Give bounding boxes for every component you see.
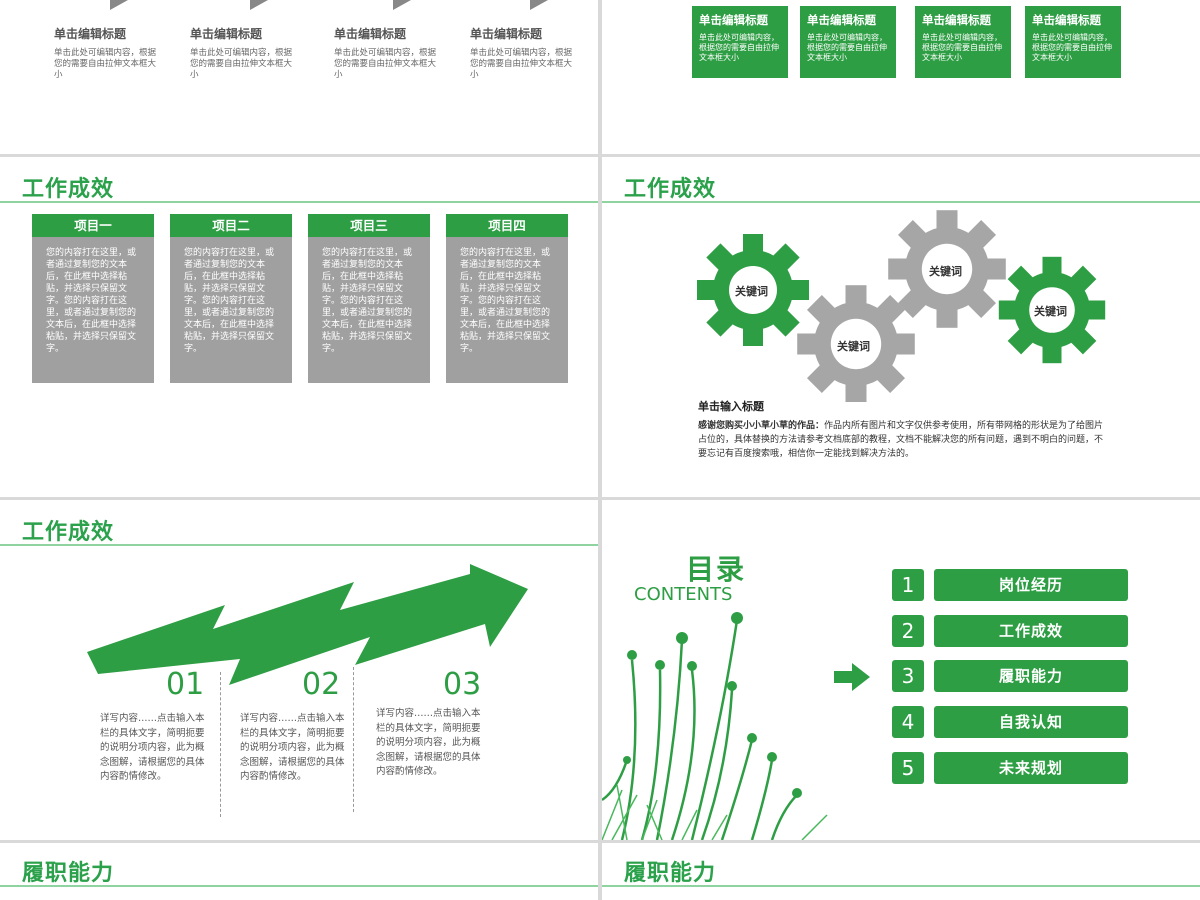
slide-title: 工作成效 <box>624 177 717 202</box>
slide-7: 履职能力 <box>0 843 598 900</box>
s2-box-body: 单击此处可编辑内容，根据您的需要自由拉伸文本框大小 <box>699 33 779 62</box>
menu-num-3: 3 <box>892 660 924 692</box>
s1-item-body: 单击此处可编辑内容，根据您的需要自由拉伸文本框大小 <box>54 48 157 80</box>
slide-8: 履职能力 <box>602 843 1200 900</box>
s2-box-body: 单击此处可编辑内容，根据您的需要自由拉伸文本框大小 <box>1032 33 1112 62</box>
gear-label-1: 关键词 <box>735 285 768 298</box>
s2-box-4: 单击编辑标题 单击此处可编辑内容，根据您的需要自由拉伸文本框大小 <box>1025 6 1121 78</box>
gears-graphic <box>697 210 1106 402</box>
paragraph-lead: 感谢您购买小小草小草的作品： <box>698 421 825 431</box>
s2-box-2: 单击编辑标题 单击此处可编辑内容，根据您的需要自由拉伸文本框大小 <box>800 6 896 78</box>
gear-label-3: 关键词 <box>929 265 962 278</box>
slide-4: 工作成效 关键词 关键词 关键词 关键词 单击输入标题 感谢您购买小小草小草的作… <box>602 157 1200 497</box>
s1-item-title: 单击编辑标题 <box>470 27 543 41</box>
paragraph-body: 作品内所有图片和文字仅供参考使用，所有带网格的形状是为了给图片占位的，具体替换的… <box>698 421 1104 459</box>
s2-box-title: 单击编辑标题 <box>807 13 876 27</box>
step-number: 03 <box>443 667 482 702</box>
project-head: 项目一 <box>32 214 154 237</box>
section-heading: 单击输入标题 <box>698 400 764 413</box>
step-text: 详写内容……点击输入本栏的具体文字，简明扼要的说明分项内容，此为概念图解，请根据… <box>100 713 205 782</box>
s1-item-4: 单击编辑标题 单击此处可编辑内容，根据您的需要自由拉伸文本框大小 <box>470 25 574 81</box>
menu-num-1: 1 <box>892 569 924 601</box>
divider <box>220 672 221 817</box>
slide-1: 单击编辑标题 单击此处可编辑内容，根据您的需要自由拉伸文本框大小 单击编辑标题 … <box>0 0 598 154</box>
project-card-4: 项目四 您的内容打在这里，或者通过复制您的文本后，在此框中选择粘贴，并选择只保留… <box>446 214 568 383</box>
s1-item-body: 单击此处可编辑内容，根据您的需要自由拉伸文本框大小 <box>190 48 293 80</box>
gear-label-4: 关键词 <box>1034 305 1067 318</box>
project-head: 项目三 <box>308 214 430 237</box>
menu-item-5[interactable]: 未来规划 <box>934 752 1128 784</box>
slide-6: 目录 CONTENTS <box>602 500 1200 840</box>
menu-item-1[interactable]: 岗位经历 <box>934 569 1128 601</box>
s1-item-2: 单击编辑标题 单击此处可编辑内容，根据您的需要自由拉伸文本框大小 <box>190 25 294 81</box>
title-underline <box>602 201 1200 203</box>
s1-item-3: 单击编辑标题 单击此处可编辑内容，根据您的需要自由拉伸文本框大小 <box>334 25 438 81</box>
section-paragraph: 感谢您购买小小草小草的作品：作品内所有图片和文字仅供参考使用，所有带网格的形状是… <box>698 419 1108 461</box>
divider <box>353 667 354 812</box>
zigzag-arrow <box>87 564 528 685</box>
top-arrows <box>110 0 548 10</box>
step-number: 02 <box>302 667 341 702</box>
project-card-1: 项目一 您的内容打在这里，或者通过复制您的文本后，在此框中选择粘贴，并选择只保留… <box>32 214 154 383</box>
step-number: 01 <box>166 667 205 702</box>
slide-2: 单击编辑标题 单击此处可编辑内容，根据您的需要自由拉伸文本框大小 单击编辑标题 … <box>602 0 1200 154</box>
slide-title: 履职能力 <box>624 861 717 886</box>
menu-num-4: 4 <box>892 706 924 738</box>
project-head: 项目四 <box>446 214 568 237</box>
menu-item-3[interactable]: 履职能力 <box>934 660 1128 692</box>
s1-item-title: 单击编辑标题 <box>334 27 407 41</box>
s2-box-title: 单击编辑标题 <box>922 13 991 27</box>
contents-subtitle: CONTENTS <box>634 584 733 605</box>
slide-title: 履职能力 <box>22 861 115 886</box>
s2-box-title: 单击编辑标题 <box>699 13 768 27</box>
title-underline <box>602 885 1200 887</box>
s2-box-1: 单击编辑标题 单击此处可编辑内容，根据您的需要自由拉伸文本框大小 <box>692 6 788 78</box>
s2-box-3: 单击编辑标题 单击此处可编辑内容，根据您的需要自由拉伸文本框大小 <box>915 6 1011 78</box>
s1-item-1: 单击编辑标题 单击此处可编辑内容，根据您的需要自由拉伸文本框大小 <box>54 25 158 81</box>
menu-item-4[interactable]: 自我认知 <box>934 706 1128 738</box>
s1-item-body: 单击此处可编辑内容，根据您的需要自由拉伸文本框大小 <box>334 48 437 80</box>
slide-title: 工作成效 <box>22 177 115 202</box>
title-underline <box>0 201 598 203</box>
slide-title: 工作成效 <box>22 520 115 545</box>
grass-hearts-illustration <box>602 612 828 840</box>
project-head: 项目二 <box>170 214 292 237</box>
right-arrow-icon <box>834 663 870 691</box>
s2-box-title: 单击编辑标题 <box>1032 13 1101 27</box>
s2-box-body: 单击此处可编辑内容，根据您的需要自由拉伸文本框大小 <box>807 33 887 62</box>
title-underline <box>0 885 598 887</box>
gear-icon <box>998 256 1106 364</box>
project-body: 您的内容打在这里，或者通过复制您的文本后，在此框中选择粘贴，并选择只保留文字。您… <box>460 248 551 354</box>
menu-num-2: 2 <box>892 615 924 647</box>
gear-icon <box>888 210 1006 328</box>
s1-item-title: 单击编辑标题 <box>190 27 263 41</box>
s1-item-body: 单击此处可编辑内容，根据您的需要自由拉伸文本框大小 <box>470 48 573 80</box>
project-card-2: 项目二 您的内容打在这里，或者通过复制您的文本后，在此框中选择粘贴，并选择只保留… <box>170 214 292 383</box>
title-underline <box>0 544 598 546</box>
gear-icon <box>797 285 915 402</box>
gear-label-2: 关键词 <box>837 340 870 353</box>
slide-5: 工作成效 01 02 03 详写内容……点击输入本栏的具体文字，简明扼要的说明分… <box>0 500 598 840</box>
slide-3: 工作成效 项目一 您的内容打在这里，或者通过复制您的文本后，在此框中选择粘贴，并… <box>0 157 598 497</box>
contents-title: 目录 <box>686 553 747 586</box>
s2-box-body: 单击此处可编辑内容，根据您的需要自由拉伸文本框大小 <box>922 33 1002 62</box>
step-text: 详写内容……点击输入本栏的具体文字，简明扼要的说明分项内容，此为概念图解，请根据… <box>376 708 481 777</box>
menu-item-2[interactable]: 工作成效 <box>934 615 1128 647</box>
project-body: 您的内容打在这里，或者通过复制您的文本后，在此框中选择粘贴，并选择只保留文字。您… <box>46 248 137 354</box>
project-body: 您的内容打在这里，或者通过复制您的文本后，在此框中选择粘贴，并选择只保留文字。您… <box>322 248 413 354</box>
s1-item-title: 单击编辑标题 <box>54 27 127 41</box>
menu-num-5: 5 <box>892 752 924 784</box>
project-body: 您的内容打在这里，或者通过复制您的文本后，在此框中选择粘贴，并选择只保留文字。您… <box>184 248 275 354</box>
gear-icon <box>697 234 809 346</box>
project-card-3: 项目三 您的内容打在这里，或者通过复制您的文本后，在此框中选择粘贴，并选择只保留… <box>308 214 430 383</box>
step-text: 详写内容……点击输入本栏的具体文字，简明扼要的说明分项内容，此为概念图解，请根据… <box>240 713 345 782</box>
